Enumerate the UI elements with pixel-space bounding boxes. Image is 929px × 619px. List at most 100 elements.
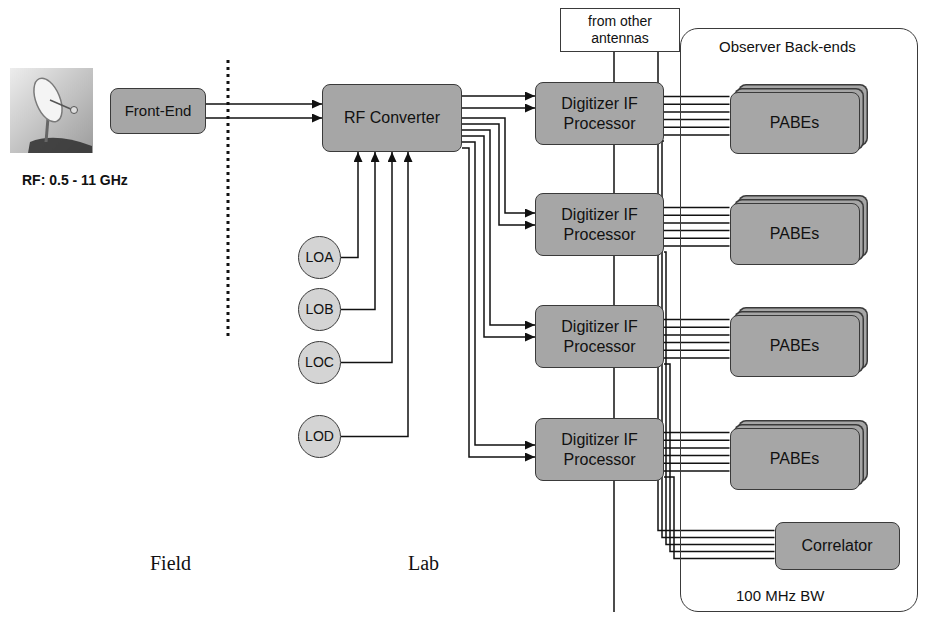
node-text: LOA	[305, 249, 333, 266]
node-text: PABEs	[770, 113, 820, 132]
connector-line	[613, 52, 615, 82]
signal-connector	[614, 256, 615, 305]
node-text: PABEs	[770, 224, 820, 243]
field-lab-divider	[227, 60, 230, 340]
connector-line	[664, 134, 730, 136]
stacked-box: PABEs	[730, 428, 860, 490]
signal-connector	[614, 368, 615, 418]
process-box: Digitizer IF Processor	[535, 305, 664, 368]
connector-line	[462, 136, 535, 337]
node-text: from other antennas	[561, 13, 679, 47]
connector-line	[664, 127, 730, 129]
node-text: 100 MHz BW	[736, 587, 824, 605]
process-box: RF Converter	[322, 84, 462, 152]
connector-line	[664, 350, 730, 352]
region-label: Lab	[408, 552, 439, 575]
stacked-box: PABEs	[730, 92, 860, 154]
signal-connector	[614, 145, 615, 193]
process-box: Digitizer IF Processor	[535, 82, 664, 145]
signal-connector	[462, 130, 535, 337]
node-text: RF Converter	[344, 108, 440, 127]
connector-line	[462, 95, 535, 97]
connector-line	[462, 142, 535, 445]
node-text: Digitizer IF Processor	[536, 430, 663, 468]
connector-line	[664, 230, 730, 232]
signal-connector	[462, 142, 535, 457]
group-panel: Observer Back-ends100 MHz BWPABEsPABEsPA…	[680, 28, 918, 612]
connector-line	[462, 124, 535, 225]
process-box: Digitizer IF Processor	[535, 193, 664, 256]
signal-connector	[341, 152, 408, 437]
stacked-box: PABEs	[730, 315, 860, 377]
input-box: from other antennas	[560, 8, 680, 52]
connector-line	[664, 463, 730, 465]
connector-line	[664, 245, 730, 247]
connector-line	[664, 103, 730, 105]
bus-stub	[613, 470, 615, 612]
connector-line	[613, 256, 615, 305]
oscillator-circle: LOC	[298, 341, 341, 384]
connector-line	[664, 334, 730, 336]
signal-connector	[341, 152, 358, 258]
connector-line	[664, 238, 730, 240]
connector-line	[462, 107, 535, 109]
connector-line	[664, 470, 730, 472]
signal-connector	[664, 433, 730, 472]
oscillator-circle: LOA	[298, 236, 341, 279]
band-label: RF: 0.5 - 11 GHz	[22, 172, 128, 188]
connector-line	[341, 152, 408, 437]
node-text: Observer Back-ends	[719, 38, 856, 56]
connector-line	[341, 152, 375, 310]
oscillator-circle: LOB	[298, 288, 341, 331]
connector-line	[664, 96, 730, 98]
process-box: Correlator	[775, 522, 900, 570]
node-text: LOB	[305, 301, 333, 318]
oscillator-circle: LOD	[298, 415, 341, 458]
connector-line	[664, 319, 730, 321]
connector-line	[664, 342, 730, 344]
connector-line	[664, 119, 730, 121]
connector-line	[206, 103, 322, 105]
connector-line	[462, 130, 535, 325]
connector-line	[206, 117, 322, 119]
connector-line	[664, 207, 730, 209]
signal-connector	[341, 152, 375, 310]
signal-connector	[664, 320, 730, 359]
node-text: Digitizer IF Processor	[536, 317, 663, 355]
node-text: LOD	[305, 428, 334, 445]
stacked-box: PABEs	[730, 203, 860, 265]
process-box: Front-End	[110, 88, 206, 134]
signal-connector	[462, 96, 535, 108]
connector-line	[664, 455, 730, 457]
signal-connector	[206, 104, 322, 118]
connector-line	[664, 357, 730, 359]
connector-line	[341, 152, 392, 363]
node-text: Digitizer IF Processor	[536, 94, 663, 132]
node-text: Front-End	[125, 102, 192, 120]
connector-line	[664, 439, 730, 441]
node-text: Digitizer IF Processor	[536, 205, 663, 243]
connector-line	[613, 145, 615, 193]
node-text: Correlator	[801, 536, 872, 555]
connector-line	[613, 368, 615, 418]
node-text: PABEs	[770, 336, 820, 355]
antenna-photo	[10, 68, 93, 153]
signal-connector	[341, 152, 392, 363]
connector-line	[664, 111, 730, 113]
node-text: PABEs	[770, 449, 820, 468]
process-box: Digitizer IF Processor	[535, 418, 664, 481]
connector-line	[664, 222, 730, 224]
connector-line	[341, 152, 358, 258]
signal-connector	[664, 208, 730, 247]
signal-connector	[614, 52, 615, 82]
connector-line	[664, 447, 730, 449]
connector-line	[462, 148, 535, 457]
signal-connector	[664, 97, 730, 136]
connector-line	[664, 432, 730, 434]
connector-line	[664, 326, 730, 328]
connector-line	[664, 214, 730, 216]
region-label: Field	[150, 552, 191, 575]
node-text: LOC	[305, 354, 334, 371]
signal-connector	[462, 118, 535, 225]
